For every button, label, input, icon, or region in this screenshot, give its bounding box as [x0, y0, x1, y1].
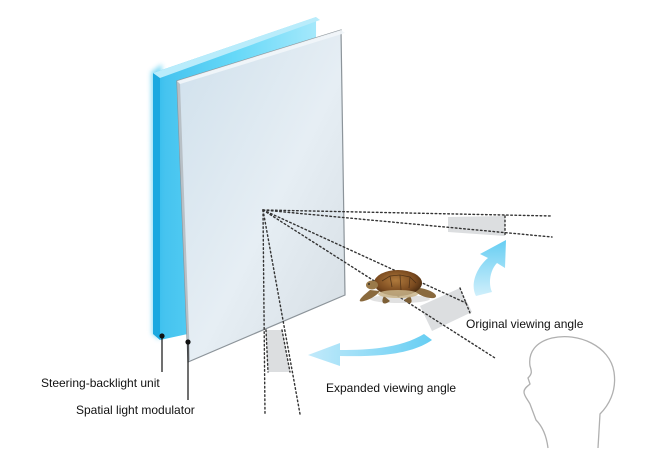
spatial-light-modulator-label: Spatial light modulator [76, 403, 195, 417]
turtle-icon [359, 270, 437, 304]
curved-arrow-left [308, 334, 432, 366]
original-viewing-angle-label: Original viewing angle [466, 317, 584, 331]
curved-arrow-up [473, 240, 506, 296]
expanded-viewing-angle-label: Expanded viewing angle [326, 381, 457, 395]
spatial-light-modulator-panel [176, 29, 346, 363]
original-zone-top [448, 216, 505, 236]
original-zone-diag [420, 288, 472, 331]
viewing-rays [262, 209, 553, 415]
leader-lines [159, 333, 191, 400]
steering-backlight-label: Steering-backlight unit [41, 376, 160, 390]
human-head-icon [523, 336, 616, 449]
